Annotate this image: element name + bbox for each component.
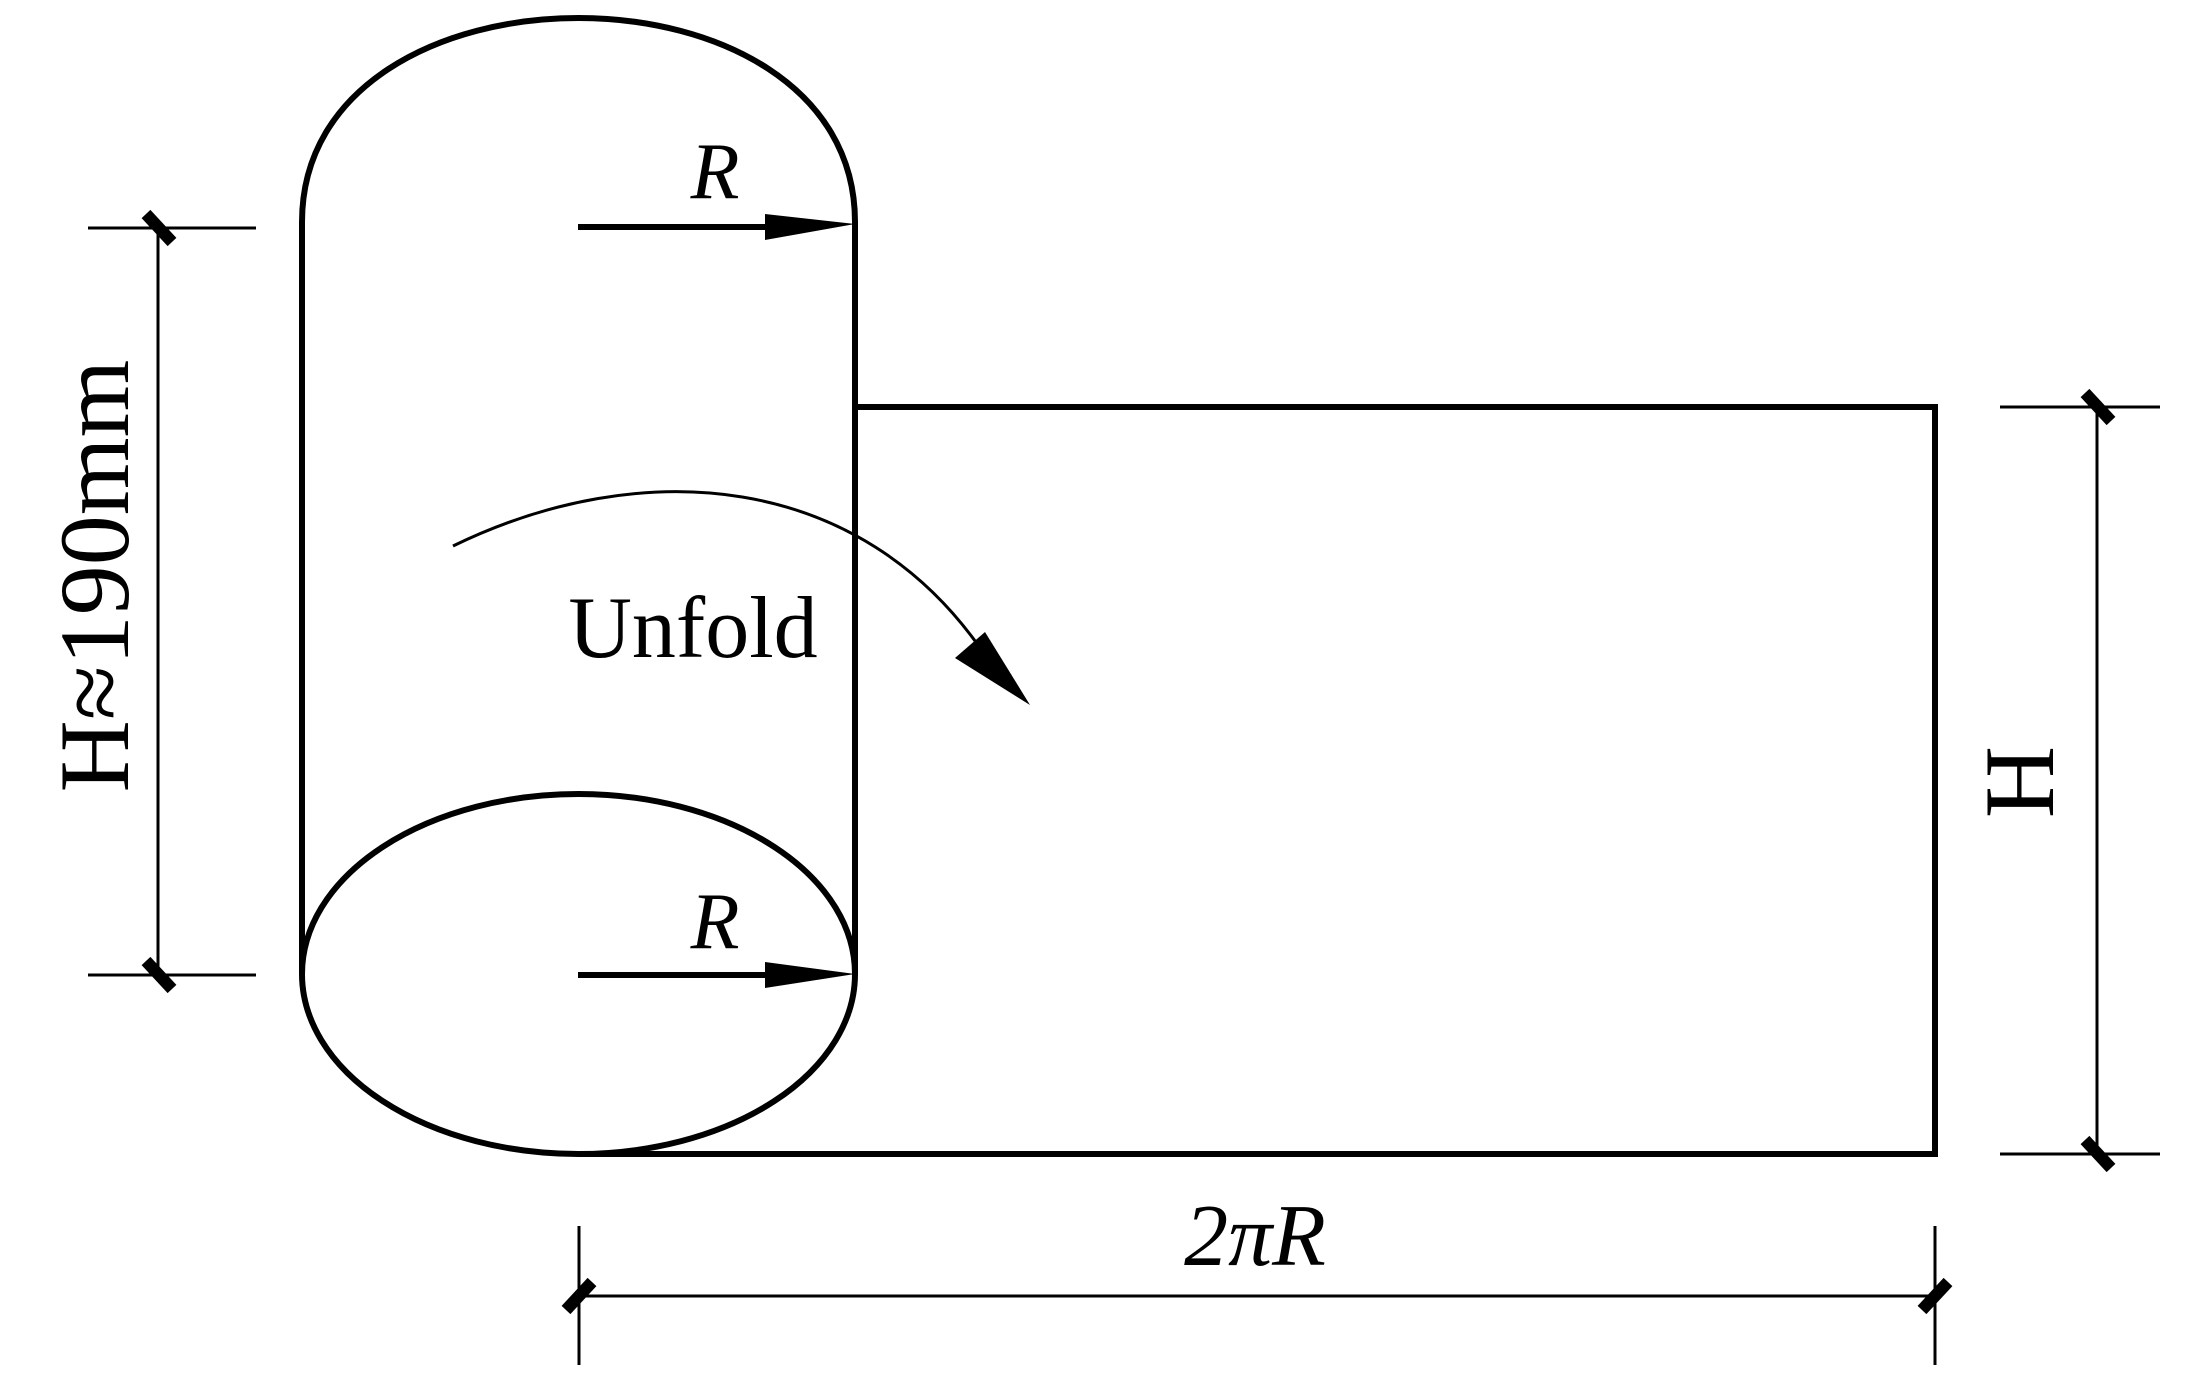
height-dimension-left [88, 209, 256, 994]
height-label-right: H [1964, 746, 2075, 818]
height-dimension-right [2000, 388, 2160, 1173]
unfold-arc [452, 490, 987, 656]
dimension-tick-right [1917, 1277, 1953, 1315]
cylinder-top-ellipse [299, 15, 858, 223]
arrowhead [955, 632, 1030, 705]
circumference-label: 2πR [1184, 1188, 1326, 1285]
rectangle-outline [578, 404, 1938, 1157]
radius-arrow-top [578, 214, 855, 240]
arrowhead [765, 214, 855, 240]
unfolded-rectangle [578, 404, 1938, 1157]
radius-label-bottom: R [690, 878, 740, 966]
dimension-tick-bottom [141, 956, 177, 994]
dimension-tick-left [561, 1277, 597, 1315]
height-label-left: H≈190mm [39, 360, 150, 793]
radius-label-top: R [690, 128, 740, 216]
unfold-label: Unfold [568, 580, 817, 677]
dimension-tick-bottom [2080, 1135, 2116, 1173]
radius-arrow-bottom [578, 962, 855, 988]
circumference-dimension [561, 1226, 1953, 1365]
unfold-arrow [452, 490, 1030, 705]
arrowhead [765, 962, 855, 988]
dimension-tick-top [2080, 388, 2116, 426]
dimension-tick-top [141, 209, 177, 247]
